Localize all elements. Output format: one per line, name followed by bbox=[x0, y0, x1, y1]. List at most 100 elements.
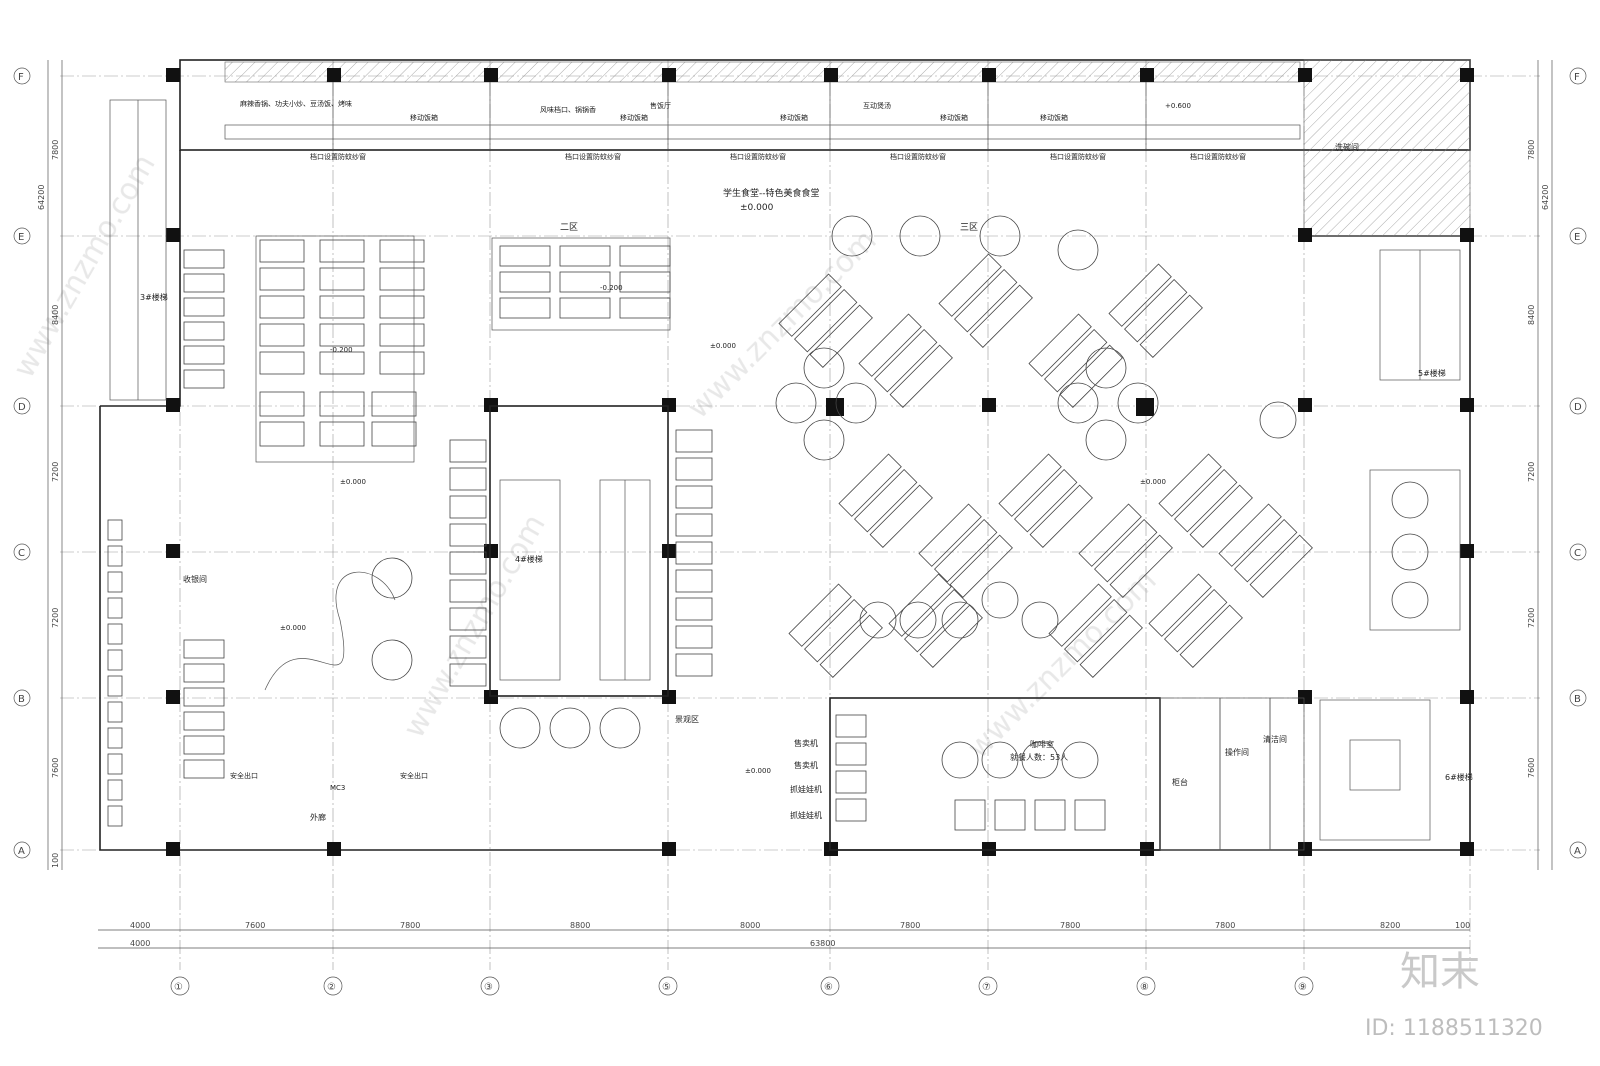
level-d: ±0.000 bbox=[280, 624, 306, 632]
dining-table bbox=[183, 249, 225, 269]
dining-table bbox=[1059, 344, 1123, 408]
round-table bbox=[1117, 382, 1159, 424]
row-axis-d-right: D bbox=[1574, 402, 1582, 413]
mobile-cart-4: 移动饭箱 bbox=[940, 113, 968, 122]
dining-table bbox=[371, 391, 417, 417]
view-label: 景观区 bbox=[675, 715, 699, 724]
dining-table bbox=[107, 675, 123, 697]
dining-table bbox=[255, 235, 415, 463]
dining-table bbox=[1148, 573, 1212, 637]
operation-label: 操作间 bbox=[1225, 747, 1249, 757]
round-table bbox=[1085, 347, 1127, 389]
round-table bbox=[979, 215, 1021, 257]
side-dim-r1: 7800 bbox=[1527, 140, 1536, 160]
dining-table bbox=[449, 495, 487, 519]
mc-label: MC3 bbox=[330, 784, 345, 792]
dining-table bbox=[998, 453, 1062, 517]
side-dim-1: 7800 bbox=[51, 140, 60, 160]
dining-table bbox=[319, 421, 365, 447]
bottom-dim-1: 4000 bbox=[130, 921, 150, 930]
dining-table bbox=[1158, 453, 1222, 517]
dining-table bbox=[675, 513, 713, 537]
round-table bbox=[775, 382, 817, 424]
window-note-4: 档口设置防蚊纱窗 bbox=[890, 152, 946, 161]
level-a: -0.200 bbox=[330, 346, 353, 354]
zone3-label: 三区 bbox=[960, 222, 978, 233]
round-table bbox=[1391, 481, 1429, 519]
level-h: +0.600 bbox=[1165, 102, 1191, 110]
dining-table bbox=[183, 735, 225, 755]
dining-table bbox=[259, 391, 305, 417]
round-table bbox=[1057, 229, 1099, 271]
window-note-1: 档口设置防蚊纱窗 bbox=[310, 152, 366, 161]
dining-table bbox=[1044, 329, 1108, 393]
dining-table bbox=[319, 239, 365, 263]
round-table bbox=[1021, 741, 1059, 779]
round-table bbox=[803, 419, 845, 461]
serpentine-bench bbox=[264, 571, 396, 691]
bottom-dim-2: 7600 bbox=[245, 921, 265, 930]
round-table bbox=[899, 215, 941, 257]
dining-table bbox=[319, 391, 365, 417]
dining-table bbox=[1064, 599, 1128, 663]
bottom-dim-10: 100 bbox=[1455, 921, 1470, 930]
dining-table bbox=[107, 623, 123, 645]
dining-table bbox=[183, 321, 225, 341]
level-e: ±0.000 bbox=[710, 342, 736, 350]
side-dimensions: 7800 8400 7200 7200 7600 64200 100 7800 … bbox=[37, 60, 1553, 870]
stair4-label: 4#楼梯 bbox=[515, 554, 543, 564]
dining-table bbox=[1094, 519, 1158, 583]
dining-table bbox=[107, 805, 123, 827]
dining-table bbox=[449, 523, 487, 547]
dining-table bbox=[259, 239, 305, 263]
dining-table bbox=[938, 253, 1002, 317]
claw-label-2: 抓娃娃机 bbox=[790, 810, 822, 820]
stair-5 bbox=[1379, 249, 1461, 381]
dining-table bbox=[675, 485, 713, 509]
round-table bbox=[549, 707, 591, 749]
dining-table bbox=[934, 519, 998, 583]
dining-table bbox=[804, 599, 868, 663]
dining-table bbox=[675, 625, 713, 649]
round-table bbox=[371, 557, 413, 599]
bottom-dim-4: 8800 bbox=[570, 921, 590, 930]
dining-table bbox=[854, 469, 918, 533]
dining-table bbox=[1234, 519, 1298, 583]
round-table bbox=[831, 215, 873, 257]
side-dim-r-total: 64200 bbox=[1541, 185, 1550, 210]
dining-table bbox=[319, 323, 365, 347]
coffee-room bbox=[829, 469, 1461, 851]
dining-table bbox=[788, 583, 852, 647]
dining-table bbox=[107, 701, 123, 723]
window-note-3: 档口设置防蚊纱窗 bbox=[730, 152, 786, 161]
counter-label: 柜台 bbox=[1172, 777, 1188, 787]
stair-6 bbox=[1319, 699, 1431, 841]
round-table bbox=[371, 639, 413, 681]
round-table bbox=[941, 601, 979, 639]
level-c: ±0.000 bbox=[340, 478, 366, 486]
kitchen-note-3: 售饭厅 bbox=[650, 101, 671, 110]
dining-table bbox=[889, 344, 953, 408]
dining-table bbox=[858, 313, 922, 377]
safe-exit-right: 安全出口 bbox=[400, 771, 428, 780]
row-axis-c: C bbox=[18, 548, 25, 559]
dining-table bbox=[1189, 484, 1253, 548]
dining-table bbox=[1164, 589, 1228, 653]
dining-table bbox=[183, 759, 225, 779]
bottom-dim-3: 7800 bbox=[400, 921, 420, 930]
outer-walls bbox=[99, 59, 1471, 851]
dining-table bbox=[904, 589, 968, 653]
col-axis-5: ⑤ bbox=[662, 982, 671, 993]
dining-table bbox=[183, 369, 225, 389]
dining-table bbox=[449, 635, 487, 659]
dining-table bbox=[1249, 534, 1313, 598]
dining-table bbox=[954, 799, 986, 831]
dining-table bbox=[379, 267, 425, 291]
wash-room-hatch bbox=[1303, 59, 1471, 237]
structural-columns bbox=[166, 68, 1474, 856]
bottom-dim-8: 7800 bbox=[1215, 921, 1235, 930]
dining-table bbox=[259, 323, 305, 347]
dining-table bbox=[499, 245, 551, 267]
dining-table bbox=[183, 711, 225, 731]
